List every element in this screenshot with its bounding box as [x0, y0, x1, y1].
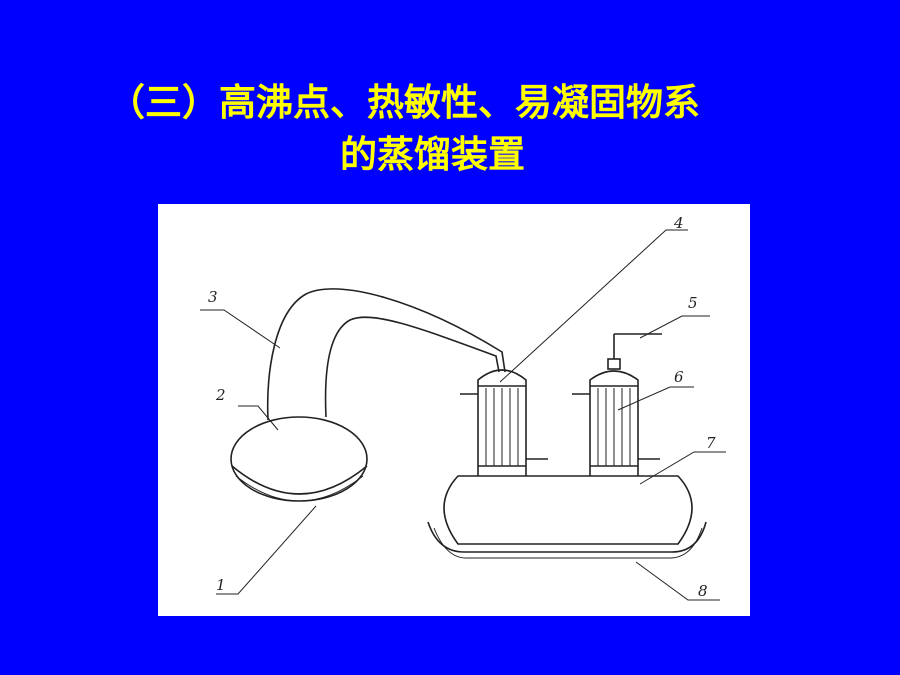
slide-title-line-2: 的蒸馏装置: [340, 133, 525, 176]
label-8: 8: [698, 582, 708, 600]
distillation-apparatus-diagram: 1 2 3 4 5 6 7 8: [158, 204, 750, 616]
label-1: 1: [216, 576, 226, 594]
label-5: 5: [688, 294, 698, 312]
label-3: 3: [208, 288, 218, 306]
label-6: 6: [674, 368, 684, 386]
label-7: 7: [706, 434, 716, 452]
condenser-1: [460, 369, 548, 476]
receiver-tank: [427, 475, 707, 559]
slide-title-line-1: （三）高沸点、热敏性、易凝固物系: [108, 81, 700, 124]
still-vessel: [230, 416, 368, 502]
label-2: 2: [215, 386, 226, 404]
vapour-pipe: [266, 288, 506, 421]
condenser-2: [572, 333, 662, 476]
leader-lines: [200, 229, 726, 601]
label-4: 4: [673, 214, 684, 232]
